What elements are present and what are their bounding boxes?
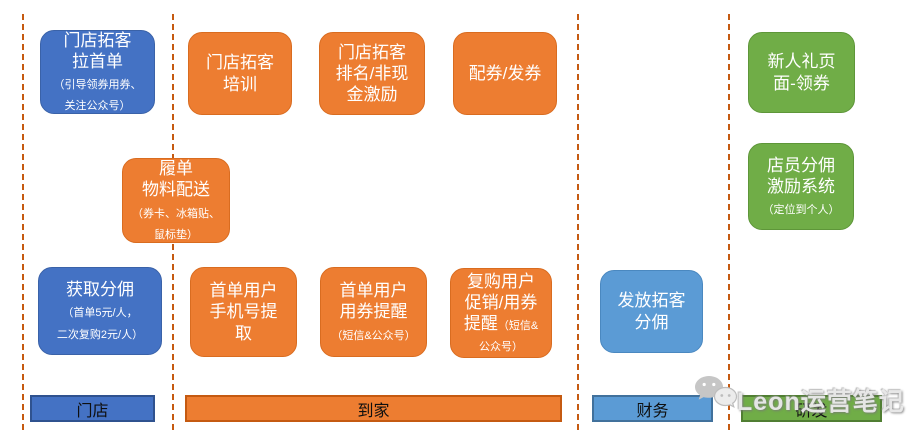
lane-label-text: 财务: [636, 402, 669, 420]
box-title: 复购用户 促销/用券 提醒: [463, 271, 538, 333]
box-store-ranking-incentive: 门店拓客 排名/非现 金激励: [319, 32, 425, 115]
box-fulfillment-materials-delivery: 履单 物料配送 （券卡、冰箱贴、 鼠标垫）: [122, 158, 230, 243]
box-title: 配券/发券: [468, 63, 542, 83]
box-store-acquire-first-order: 门店拓客 拉首单 （引导领券用券、 关注公众号）: [40, 30, 155, 114]
watermark-text: Leon运营笔记: [737, 388, 905, 416]
lane-label-finance: 财务: [592, 395, 713, 422]
lane-label-rnd: 研发: [741, 395, 882, 422]
lane-label-text: 到家: [357, 402, 390, 420]
box-title: 首单用户 用券提醒: [339, 281, 408, 322]
box-first-order-coupon-reminder: 首单用户 用券提醒 （短信&公众号）: [320, 267, 427, 357]
box-clerk-commission-incentive-system: 店员分佣 激励系统 （定位到个人）: [748, 143, 854, 230]
box-note: （券卡、冰箱贴、 鼠标垫）: [132, 207, 220, 241]
lane-divider-home-finance: [577, 14, 579, 430]
box-pay-acquisition-commission: 发放拓客 分佣: [600, 270, 703, 353]
box-title: 发放拓客 分佣: [617, 291, 686, 332]
lane-divider-left: [22, 14, 24, 430]
box-title: 门店拓客 拉首单: [63, 30, 132, 71]
wechat-icon: [692, 374, 738, 417]
box-store-training: 门店拓客 培训: [188, 32, 292, 115]
box-title: 履单 物料配送: [142, 159, 210, 200]
lane-label-home-delivery: 到家: [185, 395, 562, 422]
box-title: 店员分佣 激励系统: [767, 155, 835, 196]
box-first-order-phone-extract: 首单用户 手机号提 取: [190, 267, 297, 357]
box-repurchase-promo-reminder: 复购用户 促销/用券 提醒（短信& 公众号）: [450, 268, 552, 358]
lane-label-store: 门店: [30, 395, 155, 422]
lane-divider-finance-rnd: [728, 14, 730, 430]
box-coupon-dispatch: 配券/发券: [453, 32, 557, 115]
box-title: 获取分佣: [66, 280, 134, 300]
box-note: （定位到个人）: [762, 204, 840, 217]
lane-label-text: 研发: [795, 402, 828, 420]
box-newcomer-gift-page: 新人礼页 面-领券: [748, 32, 855, 113]
box-title: 新人礼页 面-领券: [767, 52, 836, 93]
box-note: （首单5元/人， 二次复购2元/人）: [56, 307, 144, 341]
box-get-commission: 获取分佣 （首单5元/人， 二次复购2元/人）: [38, 267, 162, 355]
box-title: 首单用户 手机号提 取: [209, 281, 278, 343]
box-title: 门店拓客 培训: [206, 53, 274, 94]
box-note: （短信&公众号）: [331, 329, 416, 342]
box-note: （引导领券用券、 关注公众号）: [53, 79, 142, 113]
lane-label-text: 门店: [76, 402, 109, 420]
box-note: （短信& 公众号）: [479, 320, 539, 354]
box-title: 门店拓客 排名/非现 金激励: [335, 42, 409, 105]
